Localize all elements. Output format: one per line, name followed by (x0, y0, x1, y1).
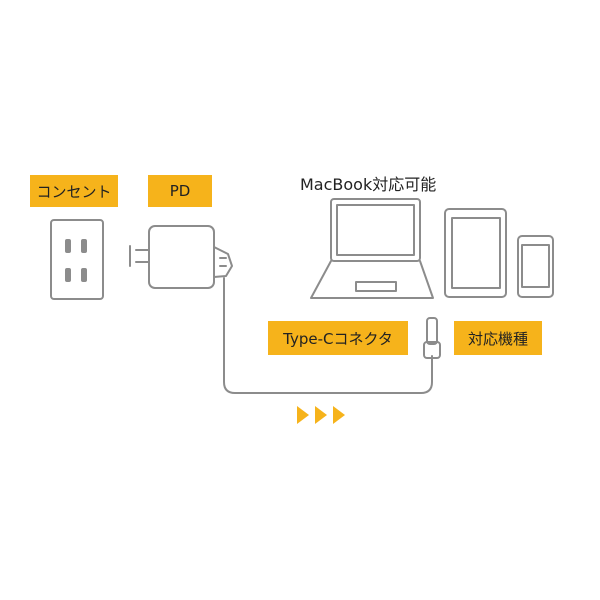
wall-outlet-icon (50, 219, 104, 300)
type-c-connector-label: Type-Cコネクタ (268, 321, 408, 355)
usb-cable (223, 277, 433, 394)
flow-arrow-icon (315, 406, 327, 424)
type-c-plug-icon (423, 317, 441, 359)
macbook-compatible-text: MacBook対応可能 (300, 175, 437, 194)
compatible-devices-label: 対応機種 (454, 321, 542, 355)
outlet-label: コンセント (30, 175, 118, 207)
flow-arrow-icon (297, 406, 309, 424)
smartphone-icon (517, 235, 554, 298)
power-adapter-icon (129, 225, 233, 289)
laptop-icon (310, 198, 434, 299)
flow-arrow-icon (333, 406, 345, 424)
tablet-icon (444, 208, 507, 298)
pd-label: PD (148, 175, 212, 207)
